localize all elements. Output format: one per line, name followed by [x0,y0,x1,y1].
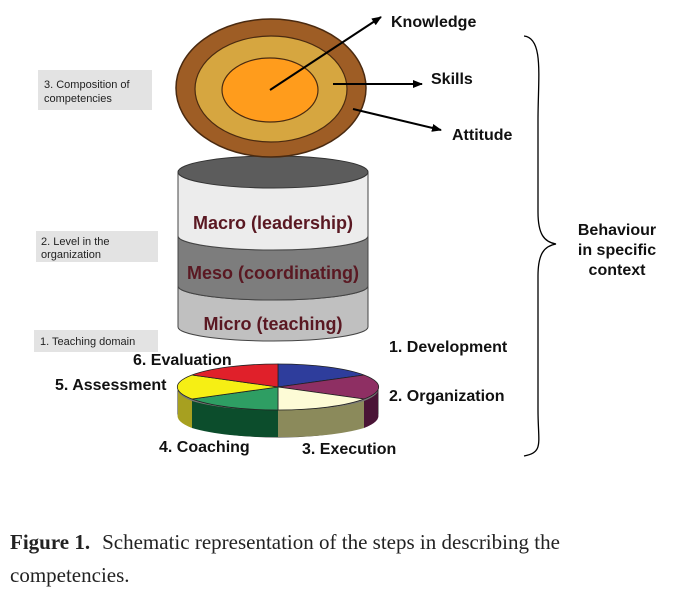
level-micro-label: Micro (teaching) [203,314,342,334]
composition-label-box: 3. Composition of competencies [38,70,152,110]
pie-slice-development [277,363,365,388]
composition-label-line-2: competencies [44,93,112,105]
pie-slice-execution [277,386,365,411]
level-label-line-1: 2. Level in the [41,236,110,248]
caption-figure-label: Figure 1. [10,530,91,554]
caption-text: Schematic representation of the steps in… [10,530,560,587]
context-brace [523,35,557,457]
level-label-line-2: organization [41,249,101,261]
domain-label: 1. Teaching domain [40,336,135,348]
step-coaching-label: 4. Coaching [159,439,250,456]
composition-label-line-1: 3. Composition of [44,79,131,91]
step-evaluation-label: 6. Evaluation [133,352,232,369]
domain-label-box: 1. Teaching domain [34,330,158,352]
step-assessment-label: 5. Assessment [55,377,167,394]
context-label-line-1: Behaviour [578,222,656,239]
step-execution-label: 3. Execution [302,441,396,458]
level-cylinder: Macro (leadership) Meso (coordinating) M… [177,155,369,342]
attitude-label: Attitude [452,127,513,144]
attitude-arrow [352,108,442,132]
competency-disc [175,16,442,158]
knowledge-label: Knowledge [391,14,476,31]
figure-caption: Figure 1.Schematic representation of the… [10,526,670,592]
knowledge-arrow [269,16,382,91]
step-organization-label: 2. Organization [389,388,505,405]
level-macro-label: Macro (leadership) [193,213,353,233]
teaching-domain-pie [176,363,380,438]
competency-diagram: 3. Composition of competencies 2. Level … [34,14,656,458]
skills-label: Skills [431,71,473,88]
level-meso-label: Meso (coordinating) [187,263,359,283]
pie-slice-organization [277,374,380,400]
level-label-box: 2. Level in the organization [36,231,158,262]
step-development-label: 1. Development [389,339,508,356]
pie-slice-assessment [176,374,279,400]
pie-slice-evaluation [191,363,279,388]
pie-slice-coaching [191,386,279,411]
context-label-line-2: in specific [578,242,656,259]
context-label-line-3: context [589,262,647,279]
